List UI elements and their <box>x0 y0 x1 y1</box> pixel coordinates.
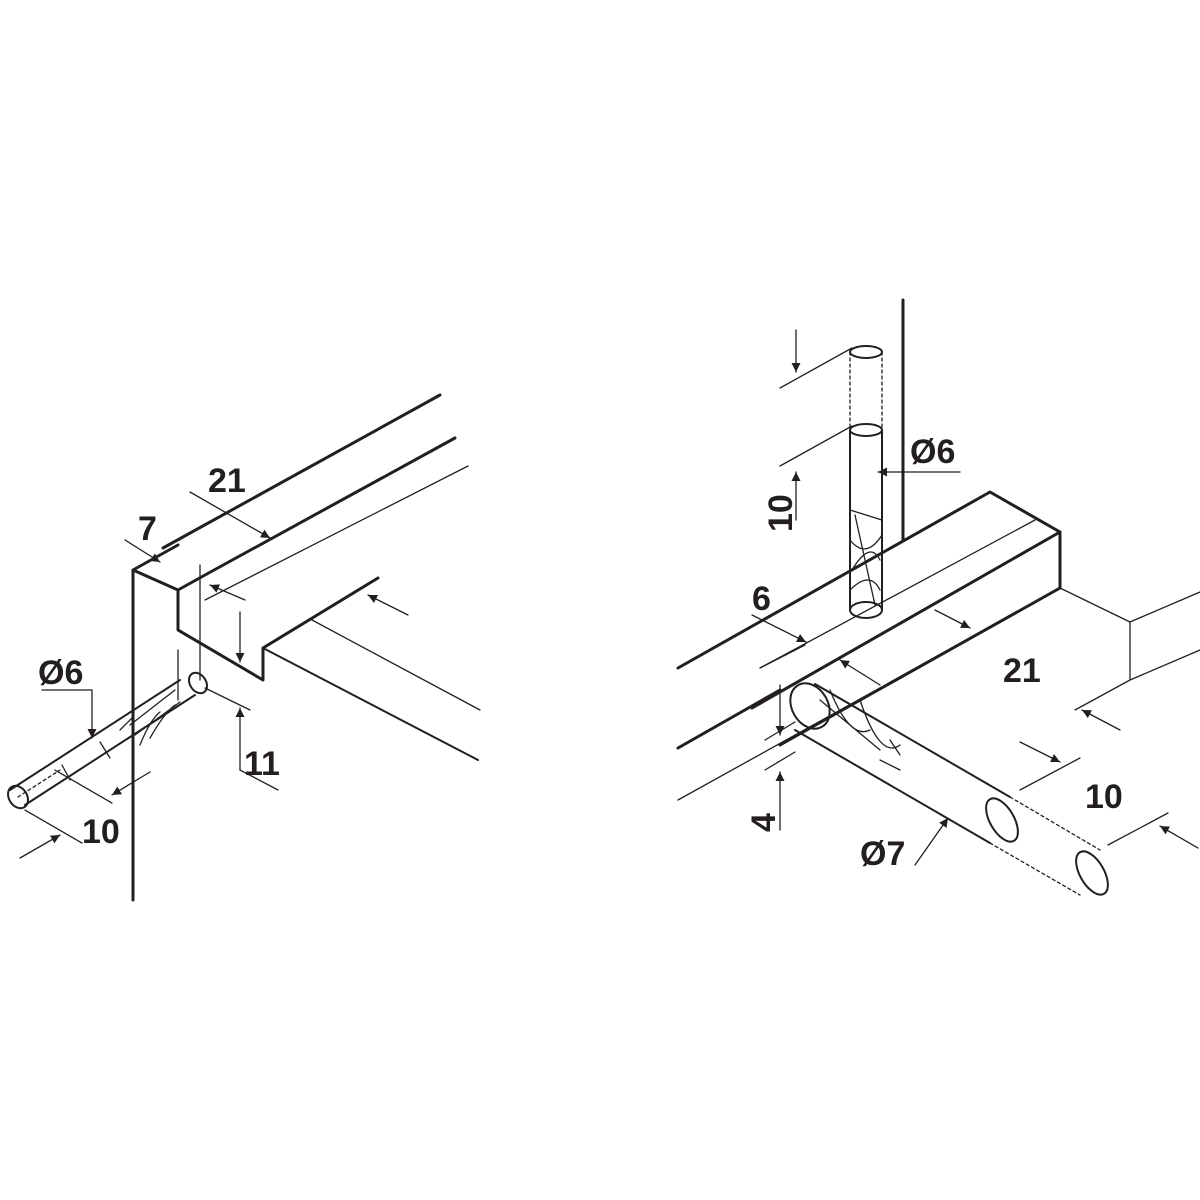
right-vertical-drill-bit <box>849 345 883 619</box>
right-dim-10h-label: 10 <box>1085 778 1123 816</box>
left-extension-lines <box>177 564 201 701</box>
left-dim-21-line <box>189 491 271 539</box>
left-bottom-panel-line <box>311 619 481 711</box>
right-dim-diameter7-line <box>914 817 949 866</box>
left-dim-diameter-label: Ø6 <box>38 654 83 692</box>
left-dim-21-label: 21 <box>208 462 246 500</box>
right-dim-6-line <box>751 614 807 643</box>
left-groove-rebate <box>176 576 380 682</box>
right-dim-diameter7-label: Ø7 <box>860 835 905 873</box>
left-dim-11-label: 11 <box>244 745 280 783</box>
left-top-panel-inner-edge <box>204 465 469 601</box>
right-dim-6-label: 6 <box>752 580 771 618</box>
left-dim-7-line <box>124 539 161 563</box>
left-drill-bit <box>7 671 208 810</box>
right-block-inner-line <box>759 519 1036 669</box>
right-dim-10-label: 10 <box>762 494 800 532</box>
left-assembly-drawing: 21 7 11 Ø6 10 <box>7 393 481 902</box>
left-dim-diameter-line <box>41 689 97 739</box>
right-base-panel <box>677 587 1200 801</box>
left-top-panel-back-edge <box>161 393 442 550</box>
right-dim-4-label: 4 <box>745 813 783 832</box>
right-dim-10h-line <box>1019 741 1061 763</box>
right-dim-21-label: 21 <box>1003 652 1041 690</box>
right-horizontal-drill-bit <box>789 682 1109 896</box>
left-top-panel-front-edge <box>131 436 457 592</box>
right-dim-diameter-label: Ø6 <box>910 433 955 471</box>
right-assembly-drawing: Ø6 10 6 21 4 Ø7 10 <box>676 298 1200 896</box>
left-bottom-panel-edge <box>262 647 479 761</box>
left-dim-groove-arrow <box>367 594 409 616</box>
right-block-top <box>676 490 1062 710</box>
right-dim-21-line <box>934 609 971 629</box>
left-dim-10-line <box>24 769 151 844</box>
left-dim-7-label: 7 <box>138 510 157 548</box>
left-side-panel <box>131 543 180 902</box>
left-dim-10-label: 10 <box>82 813 120 851</box>
